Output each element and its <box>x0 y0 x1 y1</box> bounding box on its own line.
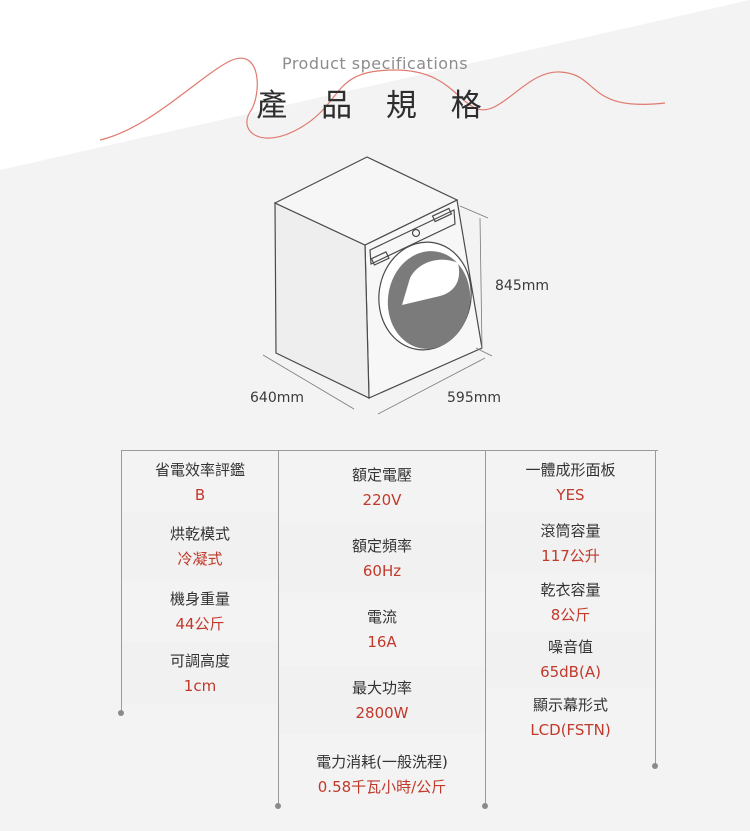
col2-left-line <box>278 450 279 805</box>
col1-left-line <box>121 450 122 712</box>
spec-value: 2800W <box>355 703 409 722</box>
spec-value: LCD(FSTN) <box>530 720 611 739</box>
spec-label: 可調高度 <box>169 651 230 670</box>
spec-cell: 電力消耗(一般洗程) 0.58千瓦小時/公斤 <box>279 734 485 814</box>
spec-label: 額定頻率 <box>351 536 412 555</box>
spec-cell: 乾衣容量 8公斤 <box>486 573 655 631</box>
spec-cell: 可調高度 1cm <box>122 642 278 704</box>
spec-cell: 滾筒容量 117公升 <box>486 513 655 573</box>
spec-value: 冷凝式 <box>177 550 223 568</box>
col3-end-dot <box>482 803 488 809</box>
spec-label: 顯示幕形式 <box>532 695 608 714</box>
col2-end-dot <box>275 803 281 809</box>
spec-value: 1cm <box>183 676 217 695</box>
spec-value: YES <box>556 485 585 504</box>
dimension-lines <box>262 205 493 415</box>
spec-label: 最大功率 <box>351 678 412 697</box>
width-dimension: 640mm <box>250 390 304 406</box>
spec-cell: 省電效率評鑑 B <box>122 451 278 513</box>
spec-label: 乾衣容量 <box>540 580 601 599</box>
col3-left-line <box>485 450 486 805</box>
col4-end-dot <box>652 763 658 769</box>
spec-cell: 電流 16A <box>279 592 485 666</box>
spec-value: 117公升 <box>541 546 600 565</box>
spec-label: 一體成形面板 <box>525 460 616 479</box>
spec-cell: 顯示幕形式 LCD(FSTN) <box>486 688 655 746</box>
spec-label: 機身重量 <box>169 589 230 608</box>
spec-label: 額定電壓 <box>351 466 412 484</box>
spec-value: 8公斤 <box>550 605 591 624</box>
col3-right-line <box>655 450 656 765</box>
spec-label: 省電效率評鑑 <box>154 460 245 479</box>
table-top-border <box>121 450 658 451</box>
height-dimension: 845mm <box>495 278 549 294</box>
spec-value: 220V <box>362 491 402 509</box>
header-chinese-title: 產 品 規 格 <box>256 88 494 124</box>
spec-cell: 額定電壓 220V <box>279 451 485 524</box>
spec-label: 電力消耗(一般洗程) <box>316 752 448 771</box>
dryer-drawing <box>273 156 483 399</box>
spec-value: 65dB(A) <box>540 663 601 681</box>
spec-label: 烘乾模式 <box>169 525 230 543</box>
spec-cell: 烘乾模式 冷凝式 <box>122 513 278 580</box>
spec-value: B <box>194 485 206 504</box>
spec-cell: 機身重量 44公斤 <box>122 580 278 642</box>
col1-end-dot <box>118 710 124 716</box>
spec-value: 0.58千瓦小時/公斤 <box>317 777 447 796</box>
depth-dimension: 595mm <box>447 390 501 406</box>
spec-cell: 額定頻率 60Hz <box>279 524 485 592</box>
spec-cell: 最大功率 2800W <box>279 666 485 734</box>
spec-cell: 一體成形面板 YES <box>486 451 655 513</box>
spec-value: 44公斤 <box>175 614 225 633</box>
header-english-title: Product specifications <box>281 54 469 73</box>
spec-cell: 噪音值 65dB(A) <box>486 631 655 688</box>
spec-label: 噪音值 <box>547 638 593 656</box>
spec-value: 16A <box>367 632 397 651</box>
spec-label: 滾筒容量 <box>540 521 601 540</box>
spec-value: 60Hz <box>362 561 402 580</box>
spec-label: 電流 <box>366 607 397 626</box>
